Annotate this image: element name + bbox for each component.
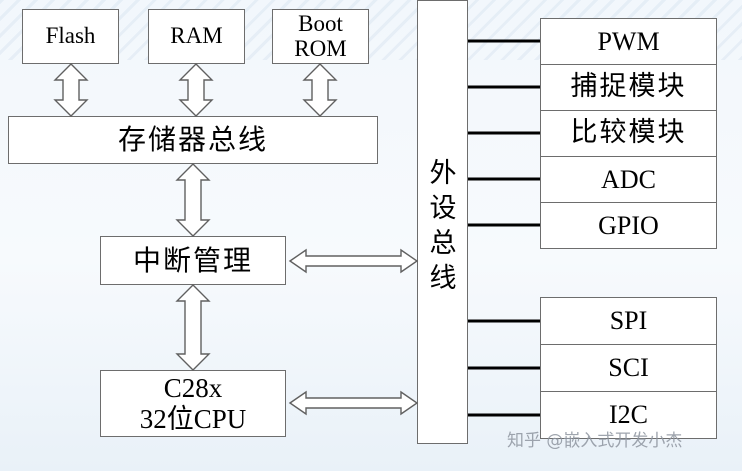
flash-bus-arrow bbox=[53, 63, 89, 117]
interrupt-management-block: 中断管理 bbox=[100, 236, 286, 285]
ram-bus-arrow bbox=[178, 63, 214, 117]
watermark-text: 知乎 @嵌入式开发小杰 bbox=[507, 431, 683, 451]
pwm-module: PWM bbox=[540, 18, 717, 65]
interrupt-peripheral-arrow bbox=[288, 248, 419, 274]
capture-module: 捕捉模块 bbox=[540, 64, 717, 111]
flash-block: Flash bbox=[22, 9, 119, 64]
i2c-module: I2C bbox=[540, 391, 717, 439]
cpu-peripheral-arrow bbox=[288, 390, 419, 416]
peripheral-bus-block bbox=[417, 0, 468, 444]
boot-rom-block: Boot ROM bbox=[272, 9, 369, 64]
bus-interrupt-arrow bbox=[175, 163, 211, 237]
sci-module: SCI bbox=[540, 344, 717, 392]
gpio-module: GPIO bbox=[540, 202, 717, 249]
peripheral-bus-label: 外 设 总 线 bbox=[429, 158, 457, 295]
bootrom-bus-arrow bbox=[302, 63, 338, 117]
cpu-block: C28x 32位CPU bbox=[100, 370, 286, 437]
interrupt-cpu-arrow bbox=[175, 284, 211, 371]
adc-module: ADC bbox=[540, 156, 717, 203]
ram-block: RAM bbox=[148, 9, 245, 64]
spi-module: SPI bbox=[540, 297, 717, 345]
compare-module: 比较模块 bbox=[540, 110, 717, 157]
memory-bus-block: 存储器总线 bbox=[8, 116, 378, 164]
